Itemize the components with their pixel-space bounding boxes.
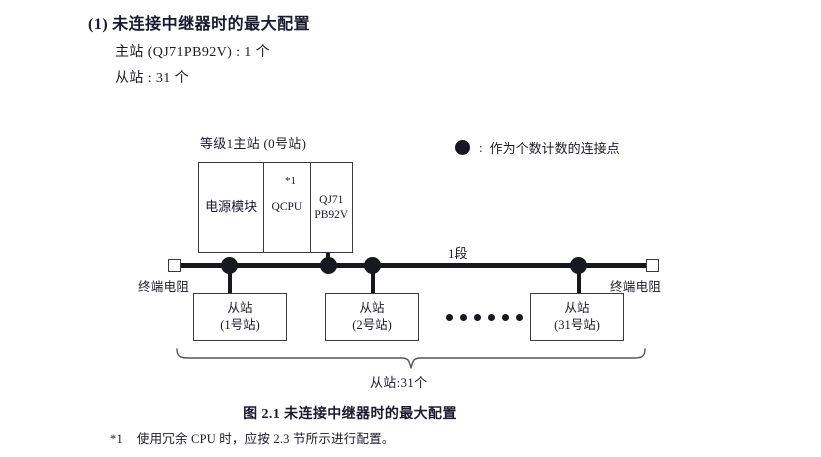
section-number: (1) — [88, 16, 109, 33]
slave-31-name: 从站 — [564, 301, 590, 316]
slave-1-station: (1号站) — [220, 318, 260, 332]
terminator-left-label: 终端电阻 — [138, 280, 190, 294]
connection-node-master — [320, 257, 337, 274]
slave-group-label: 从站:31个 — [370, 375, 428, 390]
terminator-left-icon — [168, 259, 181, 272]
terminator-right-icon — [646, 259, 659, 272]
slave-31-station: (31号站) — [554, 318, 600, 332]
slave-group-brace — [175, 348, 647, 370]
network-module-line1: QJ71 — [319, 194, 344, 207]
slave-station-box-2: 从站 (2号站) — [325, 293, 419, 341]
spec-slave-count: 从站 : 31 个 — [115, 71, 189, 86]
legend-label: 作为个数计数的连接点 — [489, 141, 620, 156]
network-module-line2: PB92V — [314, 208, 349, 221]
slave-2-drop-line — [371, 265, 375, 294]
legend: : 作为个数计数的连接点 — [455, 138, 620, 157]
slave-2-name: 从站 — [359, 301, 385, 316]
ellipsis-dot — [502, 314, 509, 321]
segment-label: 1段 — [448, 246, 468, 261]
page-footnote: *1 使用冗余 CPU 时，应按 2.3 节所示进行配置。 — [110, 428, 395, 447]
ellipsis-dot — [474, 314, 481, 321]
network-module: QJ71 PB92V — [311, 163, 352, 252]
module-footnote-mark: *1 — [285, 175, 296, 187]
terminator-right-label: 终端电阻 — [610, 280, 662, 294]
power-supply-module: 电源模块 — [199, 163, 265, 252]
section-title: 未连接中继器时的最大配置 — [112, 16, 311, 33]
ellipsis-dot — [460, 314, 467, 321]
section-heading: (1)未连接中继器时的最大配置 — [88, 10, 310, 34]
slave-2-station: (2号站) — [352, 318, 392, 332]
spec-master-count: 主站 (QJ71PB92V) : 1 个 — [115, 45, 271, 60]
ellipsis-dot — [446, 314, 453, 321]
legend-colon: : — [479, 139, 483, 155]
ellipsis-dot — [516, 314, 523, 321]
ellipsis-dot — [488, 314, 495, 321]
footnote-text: 使用冗余 CPU 时，应按 2.3 节所示进行配置。 — [136, 432, 395, 446]
slave-1-name: 从站 — [227, 301, 253, 316]
filled-circle-icon — [455, 140, 470, 155]
slave-1-drop-line — [228, 265, 232, 294]
bus-trunk-line — [175, 263, 652, 268]
master-station-caption: 等级1主站 (0号站) — [200, 136, 307, 151]
slave-31-drop-line — [577, 265, 581, 294]
slave-station-box-1: 从站 (1号站) — [193, 293, 287, 341]
master-module-assembly: 电源模块 QCPU QJ71 PB92V — [198, 162, 353, 253]
footnote-mark: *1 — [110, 432, 123, 446]
slave-station-box-31: 从站 (31号站) — [530, 293, 624, 341]
ellipsis-dots — [446, 314, 523, 321]
qcpu-module: QCPU — [264, 163, 311, 252]
figure-caption: 图 2.1 未连接中继器时的最大配置 — [243, 407, 457, 422]
